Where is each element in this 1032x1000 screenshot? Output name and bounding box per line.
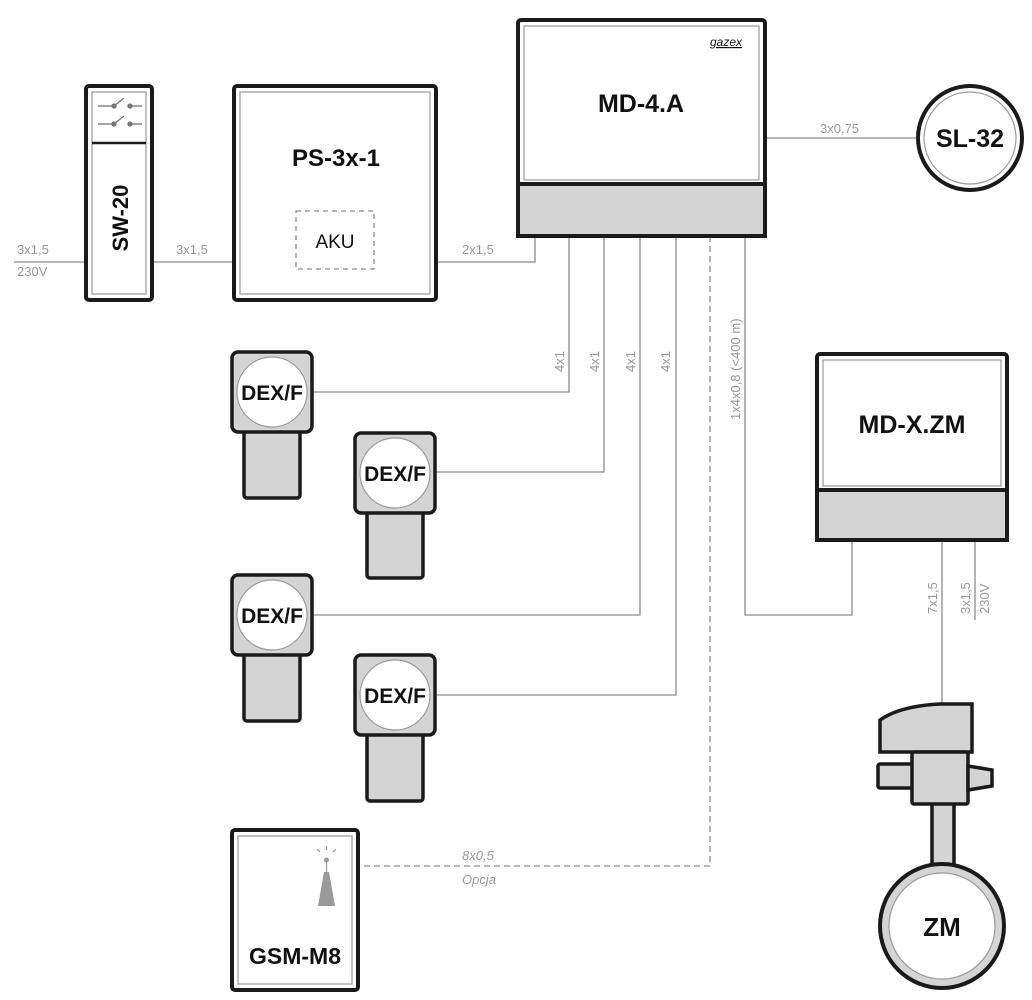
- sw20-label: SW-20: [108, 185, 133, 252]
- md-sl-cable-label: 3x0,75: [820, 121, 859, 136]
- sw-ps-cable-label: 3x1,5: [176, 242, 208, 257]
- wire-labels: 3x1,5 230V 3x1,5 2x1,5 3x0,75 4x1 4x1 4x…: [17, 121, 992, 887]
- antenna-icon: [316, 846, 337, 906]
- gsm-label: GSM-M8: [249, 943, 341, 969]
- zm-valve: ZM: [876, 702, 1006, 990]
- sl32-label: SL-32: [936, 125, 1004, 153]
- aku-box: [295, 210, 375, 270]
- gsm-option-label: Opcja: [462, 872, 496, 887]
- dex-cable-label: 4x1: [623, 351, 638, 372]
- dex-wire-2: [433, 236, 605, 473]
- md4a-label: MD-4.A: [598, 90, 684, 118]
- mdx-zm-cable-label: 7x1,5: [925, 582, 940, 614]
- dex-cable-label: 4x1: [552, 351, 567, 372]
- zm-label: ZM: [923, 912, 961, 942]
- mdx-device: MD-X.ZM: [815, 352, 1009, 542]
- gsm-device: GSM-M8: [230, 828, 360, 992]
- dex-detector-3: DEX/F: [230, 573, 314, 723]
- brand-logo: gazex: [710, 35, 743, 49]
- sl32-device: SL-32: [916, 84, 1024, 192]
- sw20-device: SW-20: [84, 84, 154, 302]
- gsm-wire: [358, 236, 711, 867]
- dex-label: DEX/F: [241, 605, 303, 628]
- dex-detector-1: DEX/F: [230, 350, 314, 500]
- dex-label: DEX/F: [364, 685, 426, 708]
- dex-wire-1: [312, 236, 570, 393]
- dex-wire-4: [433, 236, 677, 696]
- aku-label: AKU: [315, 232, 354, 253]
- ps-md-wire: [436, 236, 536, 263]
- ps-md-cable-label: 2x1,5: [462, 242, 494, 257]
- dex-cable-label: 4x1: [658, 351, 673, 372]
- gsm-cable-label: 8x0,5: [462, 848, 495, 863]
- mdx-power-voltage-label: 230V: [977, 583, 992, 614]
- ps-label: PS-3x-1: [292, 145, 380, 172]
- dex-label: DEX/F: [241, 382, 303, 405]
- dex-cable-label: 4x1: [587, 351, 602, 372]
- md-mdx-cable-label: 1x4x0,8 (<400 m): [728, 318, 743, 420]
- dex-label: DEX/F: [364, 463, 426, 486]
- md-mdx-wire: [744, 236, 853, 616]
- md4a-device: gazex MD-4.A: [516, 18, 767, 238]
- switch-icon: [98, 97, 142, 127]
- ps-device: PS-3x-1 AKU: [232, 84, 438, 302]
- mdx-label: MD-X.ZM: [859, 411, 966, 439]
- dex-detector-2: DEX/F: [353, 431, 437, 580]
- mains-cable-label: 3x1,5: [17, 242, 49, 257]
- wires: [14, 137, 976, 867]
- mdx-power-cable-label: 3x1,5: [958, 582, 973, 614]
- dex-detector-4: DEX/F: [353, 653, 437, 803]
- dex-wire-3: [312, 236, 641, 616]
- mains-voltage-label: 230V: [17, 264, 48, 279]
